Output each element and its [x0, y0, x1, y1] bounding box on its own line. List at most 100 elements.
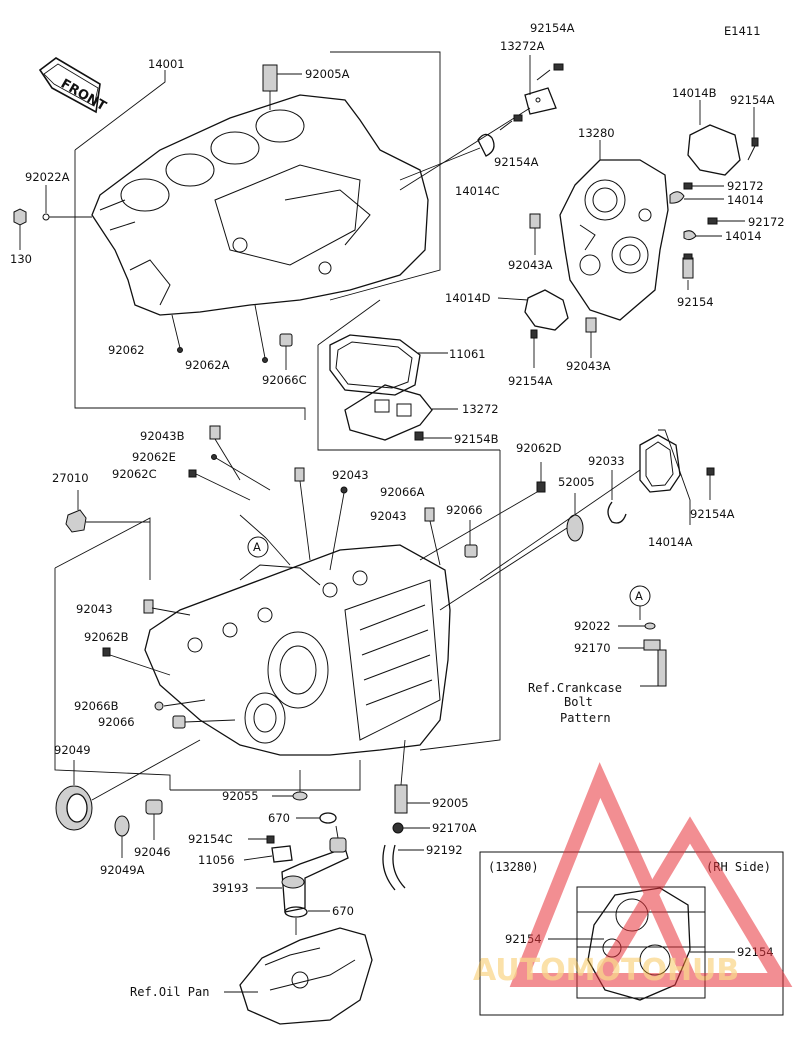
oil-pan-ref	[239, 927, 373, 1025]
bolt-92154c	[266, 835, 275, 844]
label-14014-1: 14014	[727, 193, 764, 207]
pipe-92005	[394, 739, 408, 814]
label-92066-2: 92066	[98, 715, 135, 729]
label-11061: 11061	[449, 347, 486, 361]
label-92062e: 92062E	[132, 450, 176, 464]
label-92172-2: 92172	[748, 215, 785, 229]
label-27010: 27010	[52, 471, 89, 485]
diagram-code: E1411	[724, 24, 761, 38]
seal-92049a	[114, 815, 130, 837]
label-92154: 92154	[677, 295, 714, 309]
watermark: AUTOMOTOHUB	[473, 762, 793, 988]
label-92170: 92170	[574, 641, 611, 655]
dowel-92043-1	[294, 467, 305, 482]
label-ref-bolt-2: Bolt	[564, 695, 593, 709]
label-14014c: 14014C	[455, 184, 500, 198]
marker-a-left: A	[239, 514, 291, 566]
label-13272a: 13272A	[500, 39, 545, 53]
bolt-130	[13, 208, 27, 226]
lower-crankcase	[144, 544, 451, 756]
dowel-92043a-1	[529, 213, 541, 229]
label-92066b: 92066B	[74, 699, 119, 713]
svg-text:A: A	[635, 589, 643, 603]
pickup-39193	[281, 837, 349, 913]
label-14014a: 14014A	[648, 535, 693, 549]
bracket-11056	[271, 845, 293, 863]
label-92043-1: 92043	[332, 468, 369, 482]
label-92172-1: 92172	[727, 179, 764, 193]
label-14014d: 14014D	[445, 291, 491, 305]
plug-92062d	[536, 481, 546, 493]
strainer-11061	[329, 334, 421, 396]
washer-14014	[669, 191, 685, 204]
label-39193: 39193	[212, 881, 249, 895]
label-52005: 52005	[558, 475, 595, 489]
bolt-92154a-lower	[530, 329, 538, 339]
label-92043-3: 92043	[76, 602, 113, 616]
label-92046: 92046	[134, 845, 171, 859]
bolt-92154a-right	[747, 137, 759, 161]
label-92022a: 92022A	[25, 170, 70, 184]
watermark-text: AUTOMOTOHUB	[473, 953, 739, 988]
seal-92049	[55, 785, 93, 831]
label-92154a-3: 92154A	[730, 93, 775, 107]
bearing-92046	[145, 799, 163, 815]
label-ref-oil-pan: Ref.Oil Pan	[130, 985, 209, 999]
inset-title-left: (13280)	[488, 860, 539, 874]
label-92043-2: 92043	[370, 509, 407, 523]
bolt-92172-2	[707, 217, 745, 225]
gasket-14014c	[477, 133, 495, 157]
label-92154a-5: 92154A	[690, 507, 735, 521]
label-13280: 13280	[578, 126, 615, 140]
label-92005: 92005	[432, 796, 469, 810]
dowel-92043-3	[143, 599, 154, 614]
bolt-92170	[643, 639, 667, 687]
label-92049: 92049	[54, 743, 91, 757]
bolt-92154b	[414, 431, 424, 441]
label-92049a: 92049A	[100, 863, 145, 877]
plug-92062b	[102, 647, 111, 657]
label-92154a-2: 92154A	[494, 155, 539, 169]
label-92062a: 92062A	[185, 358, 230, 372]
plug-27010	[65, 509, 150, 533]
label-92043a-2: 92043A	[566, 359, 611, 373]
bolt-92154	[682, 253, 694, 279]
label-92154b: 92154B	[454, 432, 499, 446]
label-14014b: 14014B	[672, 86, 717, 100]
oring-92055	[292, 791, 308, 801]
label-92066a: 92066A	[380, 485, 425, 499]
label-670-2: 670	[332, 904, 354, 918]
bearing-92066-right	[464, 544, 478, 558]
label-13272: 13272	[462, 402, 499, 416]
oring-92066b	[154, 701, 164, 711]
marker-a-right: A	[629, 585, 651, 607]
label-92170a: 92170A	[432, 821, 477, 835]
bolt-92154a-mid	[499, 114, 523, 131]
rotor-52005	[439, 514, 584, 611]
label-92192: 92192	[426, 843, 463, 857]
bolt-92172-1	[683, 182, 724, 190]
label-11056: 11056	[198, 853, 235, 867]
gasket-14014d	[524, 289, 569, 331]
cover-13272	[344, 384, 433, 441]
oring-670-2	[284, 906, 308, 918]
label-92005a: 92005A	[305, 67, 350, 81]
dowel-92043-2	[424, 507, 435, 522]
label-92154a-4: 92154A	[508, 374, 553, 388]
label-92062c: 92062C	[112, 467, 157, 481]
label-14014-2: 14014	[725, 229, 762, 243]
dowel-92043b	[209, 425, 221, 440]
pipe-92005a	[262, 64, 278, 92]
cover-13272a	[524, 87, 557, 115]
gasket-14014a	[639, 434, 681, 493]
gasket-14014b	[687, 124, 741, 176]
svg-text:A: A	[253, 540, 261, 554]
circlip-92033	[607, 501, 627, 524]
plug-92062	[177, 347, 183, 353]
washer-92022a	[42, 213, 50, 221]
label-92154c: 92154C	[188, 832, 233, 846]
label-92066-1: 92066	[446, 503, 483, 517]
bearing-92066c	[279, 333, 293, 347]
